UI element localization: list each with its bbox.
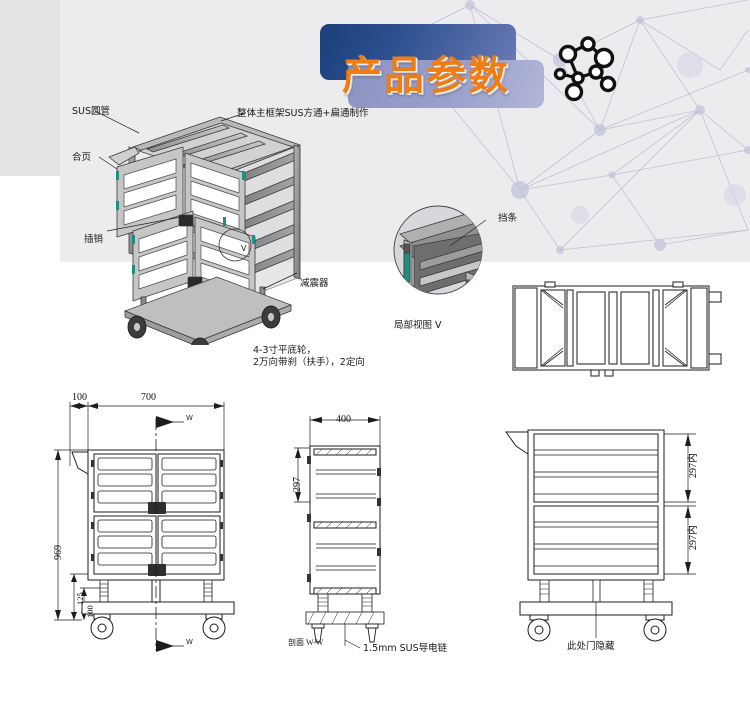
dim-shelf-height: 297 — [292, 477, 303, 492]
dim-depth: 400 — [336, 414, 351, 425]
detail-view-caption: 局部视图 V — [394, 320, 442, 331]
callout-stopper-bar: 挡条 — [498, 213, 518, 224]
section-caption: 剖面 W-W — [288, 638, 324, 647]
banner-box-light — [348, 60, 544, 108]
rear-view-caption: 此处门隐藏 — [567, 641, 615, 652]
callout-sus-round-tube: SUS圆管 — [72, 106, 111, 117]
page-title: 产品参数 — [342, 53, 510, 99]
rear-elevation-view — [500, 410, 730, 650]
callout-hinge: 合页 — [72, 152, 92, 163]
background-left-white — [0, 176, 60, 262]
dim-base-upper: 125 — [75, 592, 85, 605]
dim-height: 969 — [53, 545, 64, 560]
dim-width: 700 — [141, 392, 156, 403]
callout-main-frame: 整体主框架SUS方通+扁通制作 — [237, 108, 369, 119]
isometric-cart-view: V — [94, 105, 325, 361]
dim-lower-inner: 297内 — [688, 525, 699, 550]
dim-base-lower: 100 — [85, 605, 95, 618]
callout-shock-absorber: 减震器 — [300, 278, 329, 289]
detail-view-v — [390, 200, 500, 300]
background-left-block — [0, 0, 60, 176]
front-elevation-view: W W — [48, 392, 278, 660]
dim-overhang: 100 — [72, 392, 87, 403]
caster-note-line2: 2万向带刹（扶手），2定向 — [253, 357, 365, 368]
svg-text:V: V — [241, 244, 247, 253]
callout-conductive-chain: 1.5mm SUS导电链 — [363, 643, 448, 654]
section-view-ww — [282, 402, 462, 652]
callout-latch-pin: 插销 — [84, 234, 104, 245]
caster-note-line1: 4-3寸平底轮， — [253, 345, 317, 356]
molecule-network-icon — [552, 32, 626, 104]
top-plan-view — [505, 278, 735, 378]
dim-upper-inner: 297内 — [688, 453, 699, 478]
banner: 产品参数 — [320, 24, 617, 108]
svg-text:W: W — [186, 414, 193, 422]
svg-text:W: W — [186, 638, 193, 646]
